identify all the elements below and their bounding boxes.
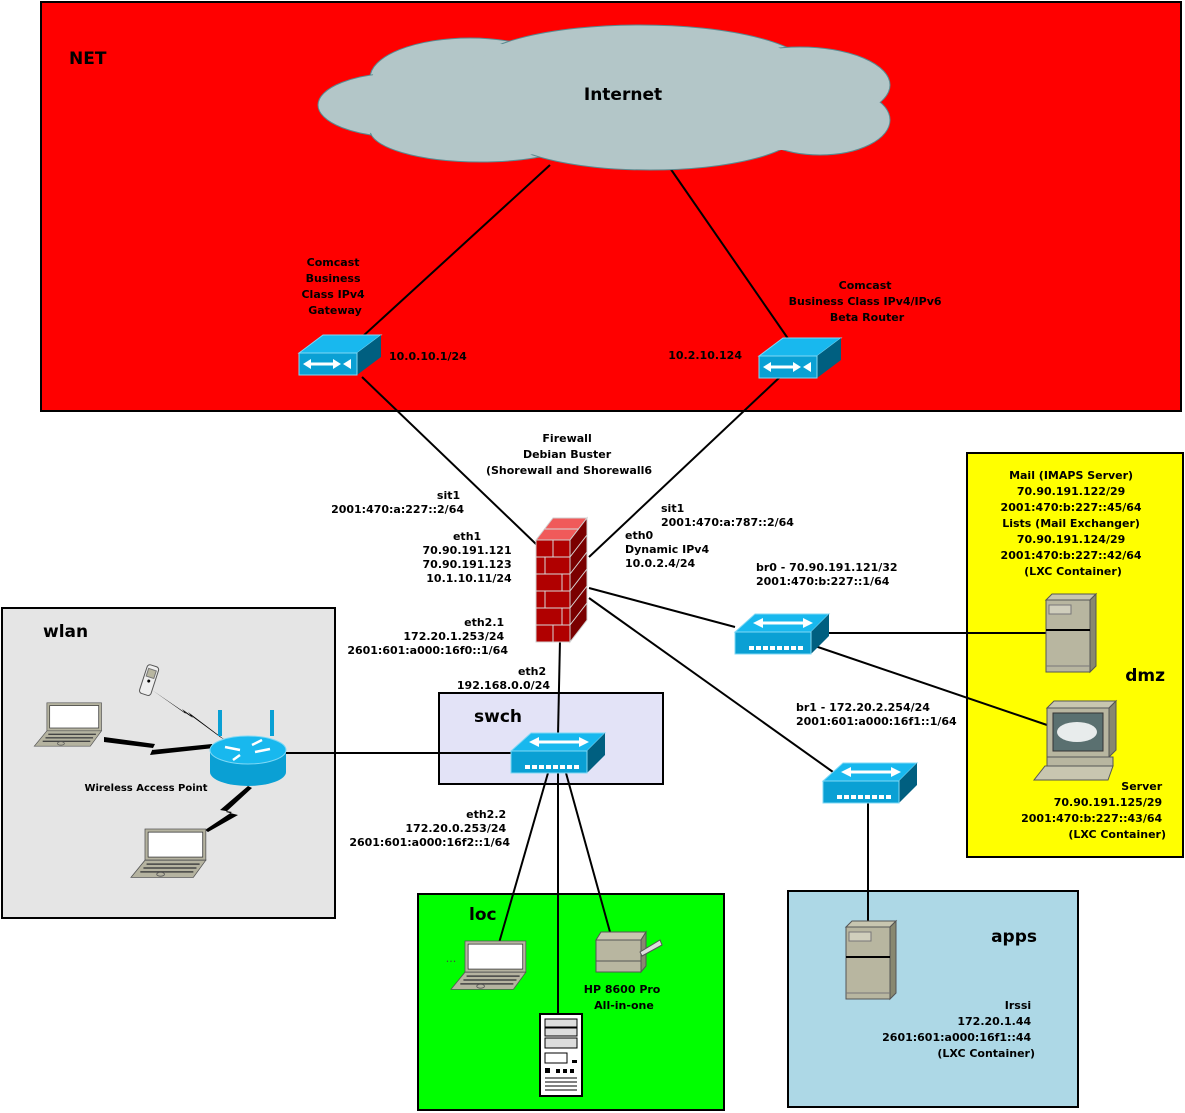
switch-icon — [733, 612, 831, 656]
iface-eth1: eth1 70.90.191.121 70.90.191.123 10.1.10… — [423, 530, 516, 585]
firewall-label: Firewall Debian Buster (Shorewall and Sh… — [486, 432, 652, 477]
zone-label-loc: loc — [469, 905, 497, 925]
wlan-phone[interactable] — [139, 664, 160, 696]
wireless-link-phone — [152, 690, 225, 740]
iface-eth2-1: eth2.1 172.20.1.253/24 2601:601:a000:16f… — [347, 616, 508, 657]
irssi-label: Irssi 172.20.1.44 2601:601:a000:16f1::44… — [882, 999, 1035, 1060]
internet-label: Internet — [584, 85, 662, 105]
link-router-firewall — [588, 376, 781, 558]
switch-icon — [821, 761, 919, 805]
wireless-link-laptop1 — [104, 737, 214, 755]
firewall-brick-icon — [534, 516, 589, 644]
mobile-phone-icon — [139, 664, 160, 696]
gateway-address: 10.0.10.1/24 — [389, 350, 467, 363]
link-br0-server — [811, 644, 1048, 726]
br0-label: br0 - 70.90.191.121/32 2001:470:b:227::1… — [756, 561, 901, 588]
link-internet-router — [669, 167, 790, 341]
gateway-ipv4[interactable]: Comcast Business Class IPv4 Gateway 10.0… — [297, 256, 467, 377]
link-swch-printer — [565, 772, 611, 933]
server-tower-icon — [1045, 593, 1097, 673]
access-point-label: Wireless Access Point — [84, 783, 207, 794]
wireless-links — [104, 690, 252, 832]
printer-label: HP 8600 Pro All-in-one — [584, 983, 664, 1012]
iface-sit1-right: sit1 2001:470:a:787::2/64 — [661, 502, 794, 529]
workstation-cloud-icon — [1032, 699, 1118, 781]
wireless-router-icon — [209, 710, 287, 786]
br1-label: br1 - 172.20.2.254/24 2001:601:a000:16f1… — [796, 701, 957, 728]
iface-eth2-2: eth2.2 172.20.0.253/24 2601:601:a000:16f… — [349, 808, 510, 849]
zone-label-swch: swch — [474, 707, 522, 727]
iface-eth0: eth0 Dynamic IPv4 10.0.2.4/24 — [625, 529, 713, 570]
loc-printer[interactable]: HP 8600 Pro All-in-one — [584, 930, 664, 1012]
wireless-link-laptop2 — [205, 786, 252, 832]
printer-icon — [595, 930, 663, 974]
iface-eth2: eth2 192.168.0.0/24 — [457, 665, 550, 692]
zone-label-net: NET — [69, 49, 107, 69]
mail-server-label: Mail (IMAPS Server) 70.90.191.122/29 200… — [1001, 469, 1146, 578]
link-gateway-firewall — [361, 376, 538, 546]
iface-sit1-left: sit1 2001:470:a:227::2/64 — [331, 489, 464, 516]
server-tower-icon — [845, 920, 897, 1000]
router-ipv6[interactable]: Comcast Business Class IPv4/IPv6 Beta Ro… — [668, 279, 946, 380]
firewall[interactable]: Firewall Debian Buster (Shorewall and Sh… — [486, 432, 652, 644]
desktop-tower-icon — [539, 1013, 583, 1097]
connection-lines — [284, 164, 1048, 1015]
switch-icon — [509, 731, 607, 775]
dmz-mail-server[interactable]: Mail (IMAPS Server) 70.90.191.122/29 200… — [1001, 469, 1146, 673]
link-firewall-br0 — [588, 587, 736, 628]
router-address: 10.2.10.124 — [668, 349, 742, 362]
link-swch-laptop — [498, 772, 549, 944]
server-label: Server 70.90.191.125/29 2001:470:b:227::… — [1021, 780, 1166, 841]
zone-label-dmz: dmz — [1125, 666, 1165, 686]
switch-br0[interactable]: br0 - 70.90.191.121/32 2001:470:b:227::1… — [733, 561, 901, 656]
wireless-access-point[interactable]: Wireless Access Point — [84, 710, 287, 794]
link-firewall-br1 — [588, 597, 834, 773]
zone-label-wlan: wlan — [43, 622, 88, 642]
loc-laptop[interactable]: ... — [446, 940, 527, 991]
loc-laptop-label: ... — [446, 952, 457, 965]
switch-swch[interactable] — [509, 731, 607, 775]
switch-br1[interactable]: br1 - 172.20.2.254/24 2001:601:a000:16f1… — [796, 701, 957, 805]
zone-label-apps: apps — [991, 927, 1037, 947]
apps-irssi-server[interactable]: Irssi 172.20.1.44 2601:601:a000:16f1::44… — [845, 920, 1035, 1060]
dmz-server[interactable]: Server 70.90.191.125/29 2001:470:b:227::… — [1021, 699, 1166, 841]
link-firewall-swch — [557, 639, 561, 736]
zone-apps — [787, 890, 1079, 1108]
internet-cloud: Internet — [317, 24, 891, 171]
gateway-label: Comcast Business Class IPv4 Gateway — [301, 256, 368, 317]
loc-desktop[interactable] — [539, 1013, 583, 1097]
link-internet-gateway — [361, 164, 551, 338]
router-label: Comcast Business Class IPv4/IPv6 Beta Ro… — [789, 279, 946, 324]
